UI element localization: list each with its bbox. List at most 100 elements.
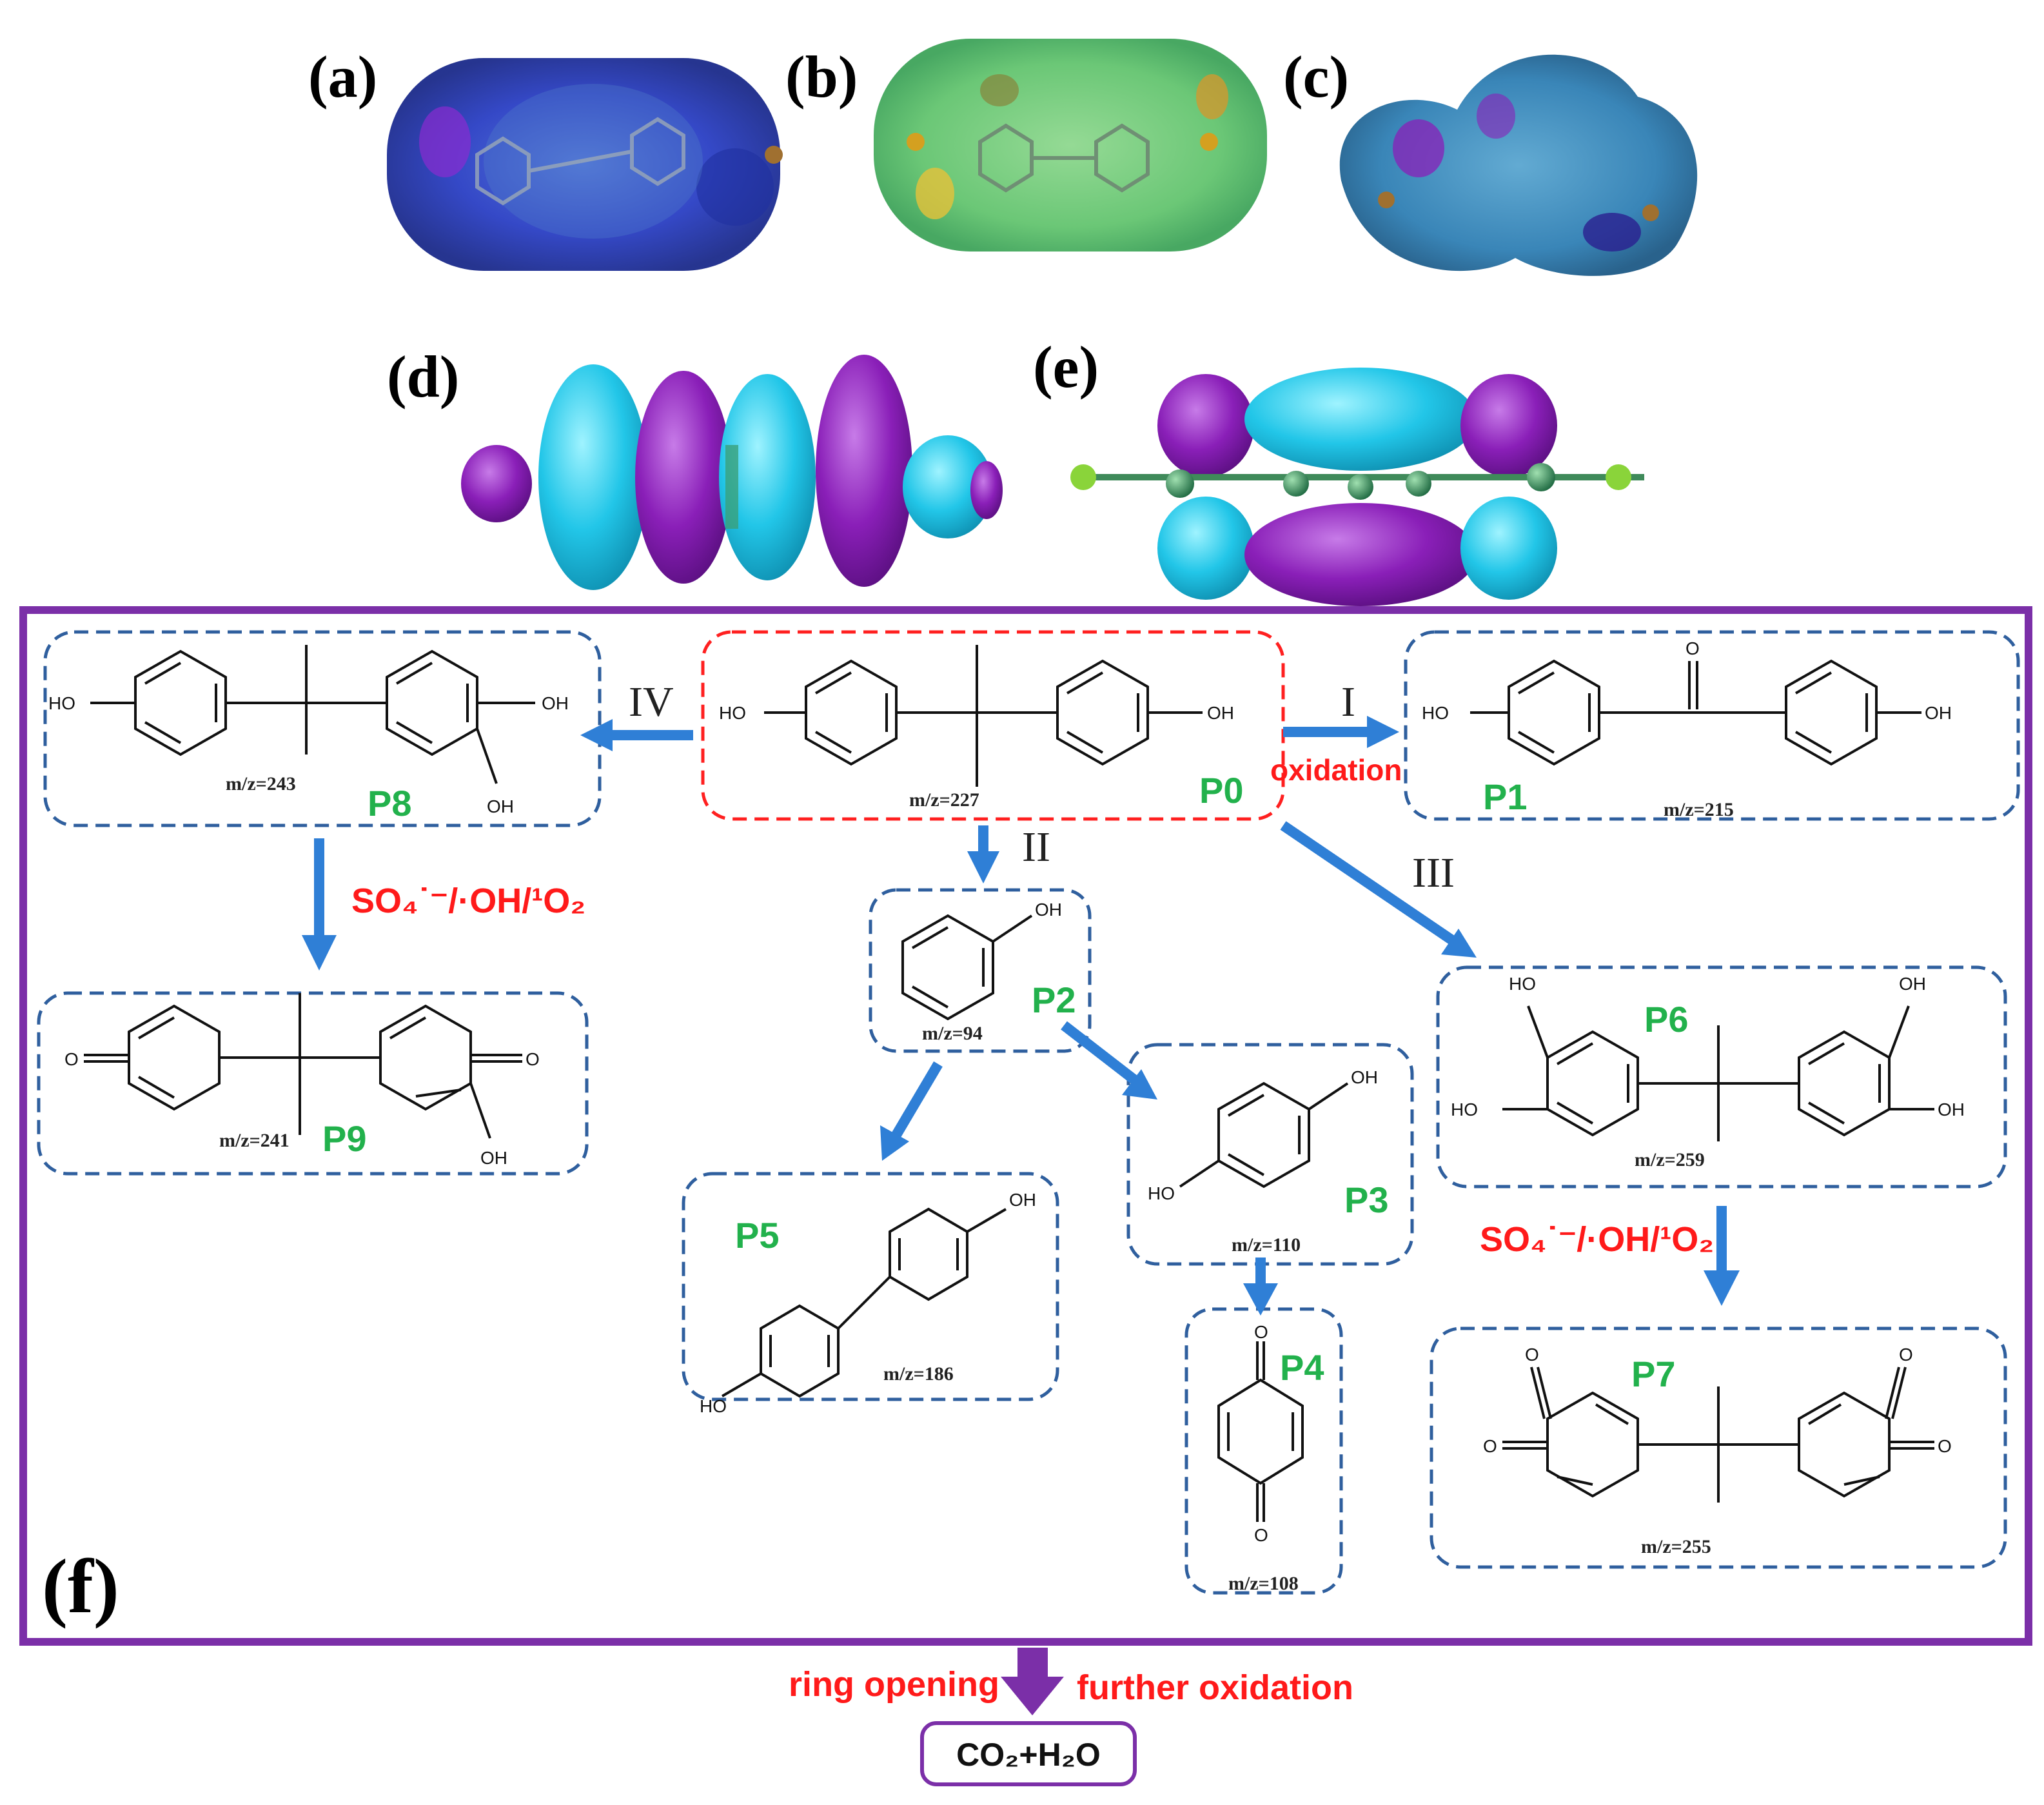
orbital-homo-d: [461, 355, 1003, 590]
esp-surface-a: [387, 58, 783, 271]
panel-f-frame: [19, 606, 2032, 1646]
p2-mz: m/z=94: [922, 1023, 983, 1044]
panel-label-a: (a): [308, 44, 377, 110]
p8-oh-label-2: OH: [487, 796, 514, 816]
panel-label-e: (e): [1033, 334, 1099, 400]
p3-name: P3: [1344, 1179, 1389, 1220]
arrow-p2-p5: [892, 1061, 943, 1138]
structure-p1: [1470, 659, 1921, 766]
structure-p0: [764, 645, 1203, 787]
box-p3: [1126, 1043, 1414, 1266]
pathway-label-iii: III: [1412, 849, 1455, 896]
box-p9: [37, 991, 589, 1176]
p0-ho-label: HO: [719, 703, 746, 723]
p7-mz: m/z=255: [1641, 1536, 1711, 1557]
p4-o-label-2: O: [1254, 1525, 1268, 1545]
p6-ho-label-2: HO: [1451, 1100, 1478, 1119]
p4-mz: m/z=108: [1228, 1573, 1299, 1594]
pathway-label-ii: II: [1022, 824, 1050, 871]
p5-mz: m/z=186: [883, 1363, 954, 1385]
orbital-lumo-e: [1070, 368, 1644, 606]
final-product-box: [920, 1721, 1137, 1786]
p3-mz: m/z=110: [1232, 1234, 1301, 1256]
p1-oh-label: OH: [1925, 703, 1952, 723]
box-p8: [43, 630, 602, 827]
box-p5: [682, 1172, 1059, 1401]
p1-carbonyl-o: O: [1685, 638, 1700, 658]
p6-mz: m/z=259: [1635, 1149, 1705, 1170]
ring-opening-label: ring opening: [789, 1665, 999, 1704]
oxidant-label-left: SO₄˙⁻/·OH/¹O₂: [351, 882, 585, 920]
p3-ho-label: HO: [1148, 1183, 1175, 1203]
p0-oh-label: OH: [1207, 703, 1234, 723]
structure-p5: [721, 1207, 1007, 1398]
arrow-path-iii: [1280, 821, 1457, 946]
p1-name: P1: [1483, 776, 1528, 817]
p5-name: P5: [735, 1215, 780, 1256]
p6-oh-label-1: OH: [1899, 974, 1926, 994]
p4-o-label-1: O: [1254, 1322, 1268, 1342]
further-oxidation-label: further oxidation: [1077, 1668, 1353, 1707]
arrow-p2-p3: [1061, 1021, 1138, 1085]
panel-label-d: (d): [387, 344, 459, 409]
p5-ho-label: HO: [700, 1396, 727, 1416]
p5-oh-label: OH: [1009, 1190, 1036, 1210]
arrowhead-p2-p3: [1122, 1069, 1157, 1100]
p1-ho-label: HO: [1422, 703, 1449, 723]
p8-name: P8: [368, 783, 412, 824]
final-arrow: [1001, 1648, 1064, 1715]
arrowhead-iv: [580, 719, 613, 751]
oxidation-label: oxidation: [1270, 753, 1402, 787]
p2-name: P2: [1032, 980, 1076, 1020]
p0-name: P0: [1199, 770, 1244, 811]
p4-name: P4: [1280, 1347, 1324, 1388]
pathway-label-iv: IV: [629, 678, 674, 725]
panel-label-c: (c): [1283, 44, 1349, 110]
final-product-label: CO₂+H₂O: [956, 1737, 1101, 1773]
structure-p2: [901, 914, 1033, 1021]
p6-oh-label-2: OH: [1938, 1100, 1965, 1119]
box-p2: [869, 888, 1092, 1053]
p2-oh-label: OH: [1035, 900, 1062, 920]
esp-surface-b: [874, 39, 1267, 252]
p0-mz: m/z=227: [909, 789, 979, 811]
structure-p9: [84, 993, 522, 1139]
p7-o-label-1: O: [1525, 1345, 1539, 1365]
p9-o-label-1: O: [64, 1049, 79, 1069]
arrowhead-p8-p9: [302, 935, 337, 971]
p9-o-label-2: O: [526, 1049, 540, 1069]
arrowhead-i: [1367, 716, 1399, 748]
box-p0: [701, 630, 1285, 821]
panel-label-b: (b): [785, 44, 858, 110]
p9-name: P9: [322, 1118, 367, 1159]
arrowhead-ii: [967, 851, 999, 883]
p6-ho-label-1: HO: [1509, 974, 1536, 994]
p7-o-label-3: O: [1899, 1345, 1913, 1365]
box-p7: [1430, 1327, 2007, 1569]
structure-p6: [1502, 1005, 1934, 1141]
p7-o-label-4: O: [1938, 1436, 1952, 1456]
p6-name: P6: [1644, 999, 1689, 1040]
arrowhead-p6-p7: [1704, 1270, 1740, 1306]
box-p6: [1436, 965, 2007, 1189]
p1-mz: m/z=215: [1664, 799, 1734, 820]
p9-oh-label: OH: [480, 1148, 507, 1168]
esp-surface-c: [1339, 54, 1698, 276]
p3-oh-label: OH: [1351, 1067, 1378, 1087]
p7-name: P7: [1631, 1354, 1676, 1394]
structure-p3: [1179, 1081, 1349, 1189]
arrowhead-p3-p4: [1243, 1283, 1278, 1316]
structure-p8: [90, 645, 535, 784]
structure-p7: [1502, 1366, 1934, 1503]
p8-oh-label-1: OH: [542, 693, 569, 713]
p7-o-label-2: O: [1483, 1436, 1497, 1456]
p9-mz: m/z=241: [219, 1130, 290, 1151]
arrowhead-p2-p5: [880, 1125, 909, 1161]
box-p1: [1404, 630, 2020, 821]
structure-p4: [1217, 1341, 1304, 1522]
arrowhead-iii: [1441, 929, 1477, 958]
p8-ho-label: HO: [48, 693, 75, 713]
pathway-label-i: I: [1341, 678, 1355, 725]
panel-label-f: (f): [42, 1543, 119, 1629]
